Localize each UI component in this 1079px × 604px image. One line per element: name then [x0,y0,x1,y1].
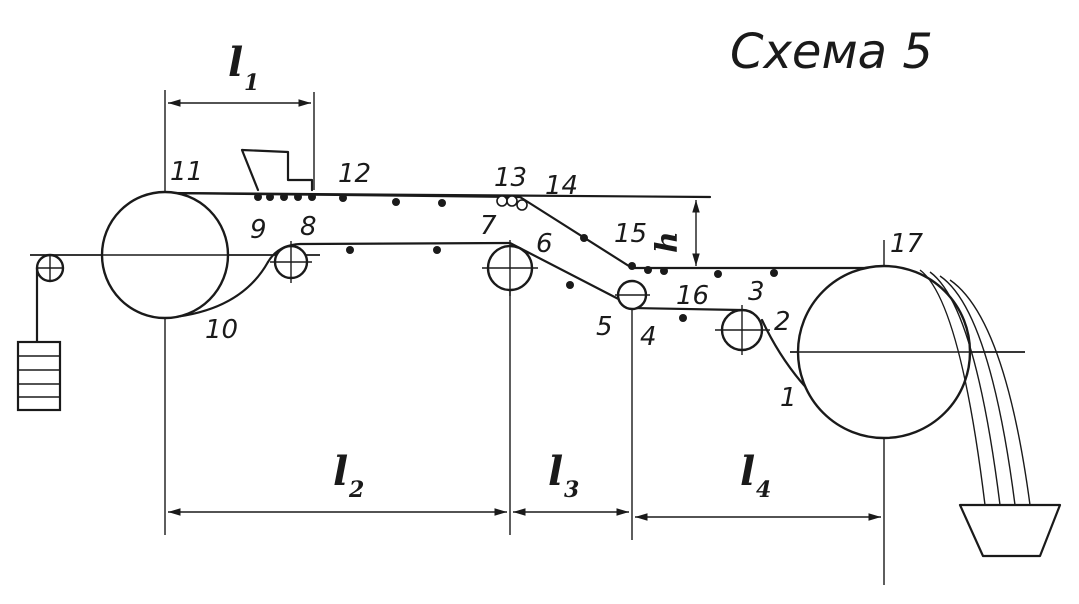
label-11: 11 [170,157,203,187]
label-2: 2 [774,307,791,337]
dimension-l4-sub: 4 [756,477,771,503]
guide-rings-13 [496,195,528,211]
dimension-l4-letter: l [740,448,755,495]
label-1: 1 [780,383,797,413]
label-10: 10 [205,315,238,345]
label-6: 6 [536,229,553,259]
dimension-l2-sub: 2 [348,477,364,503]
label-12: 12 [338,159,371,189]
label-16: 16 [676,281,709,311]
fiber-bundle [919,269,1031,506]
collection-basket [958,503,1062,558]
dimension-l3-letter: l [548,448,563,495]
label-9: 9 [250,215,267,245]
scheme-title: Схема 5 [730,24,933,80]
label-13: 13 [494,163,527,193]
label-14: 14 [545,171,578,201]
dimension-l3-sub: 3 [564,477,579,503]
label-5: 5 [596,312,613,342]
label-3: 3 [748,277,765,307]
label-8: 8 [300,212,317,242]
label-4: 4 [640,322,657,352]
thread-path-lower [630,306,742,312]
dimension-l1-sub: 1 [244,70,259,96]
dimension-l1-letter: l [228,39,243,86]
thread-path-middle [266,241,634,308]
label-15: 15 [614,219,647,249]
guide-points [254,193,778,322]
dimension-l2-letter: l [333,448,348,495]
dimension-h-label: h [650,231,685,253]
label-7: 7 [480,211,497,241]
weight-stack [16,340,62,412]
hopper [240,148,314,192]
label-17: 17 [890,229,924,259]
